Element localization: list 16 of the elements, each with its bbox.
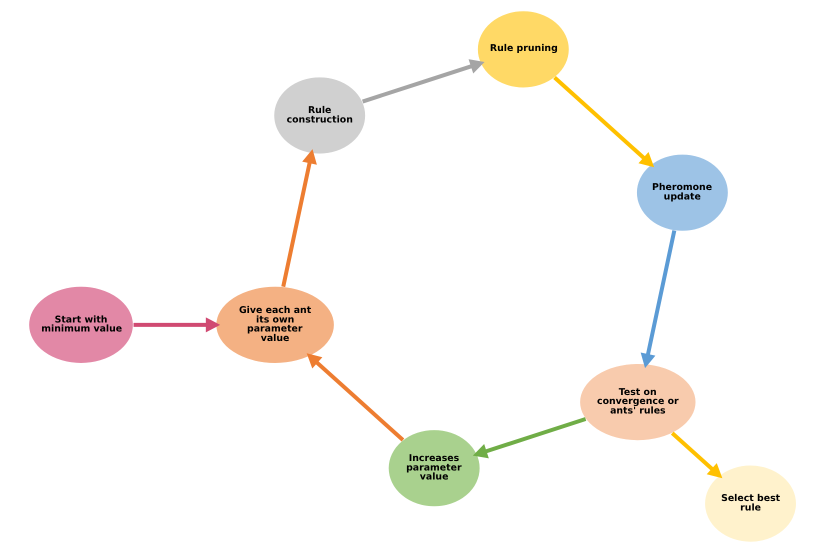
- arrow: [472, 417, 586, 458]
- node-ellipse: Pheromone update: [636, 154, 729, 232]
- node-ellipse: Select best rule: [704, 464, 797, 542]
- arrow: [362, 59, 485, 104]
- node-ellipse: Test on convergence or ants' rules: [579, 363, 696, 441]
- arrow: [306, 353, 404, 442]
- arrow: [134, 317, 220, 332]
- node-ellipse: Give each ant its own parameter value: [216, 286, 335, 364]
- node-ellipse: Start with minimum value: [28, 286, 134, 364]
- arrow: [670, 432, 722, 478]
- node-ellipse: Rule pruning: [477, 10, 570, 88]
- arrow: [640, 230, 676, 368]
- arrow: [553, 76, 654, 168]
- node-ellipse: Rule construction: [274, 76, 366, 154]
- node-ellipse: Increases parameter value: [388, 429, 480, 507]
- arrow: [281, 149, 317, 288]
